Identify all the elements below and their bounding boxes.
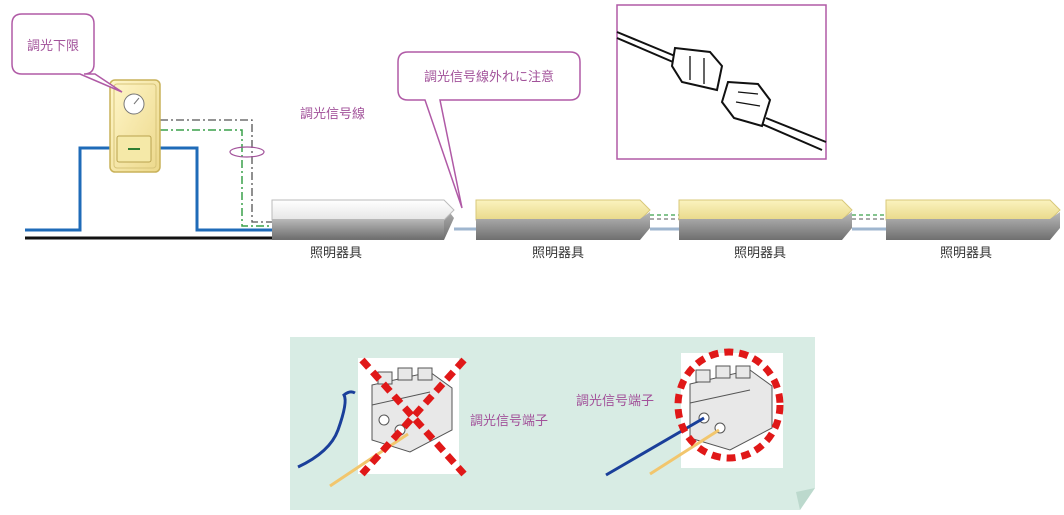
fixture-2-label: 照明器具 [532,246,584,261]
power-line [25,146,110,232]
cross-mark-b [359,357,467,477]
signal-line-marker [229,146,265,158]
fixture-4-label: 照明器具 [940,246,992,261]
fixture-4 [885,199,1061,240]
dimming-signal-line-label: 調光信号線 [300,106,365,122]
callout-dimming-lower-limit: 調光下限 [11,13,123,93]
connector-icon [616,31,827,151]
dimmer-switch-icon [109,79,161,173]
ok-circle-mark [674,348,784,462]
good-blue-wire [605,416,705,477]
bad-terminal-example: 調光信号端子 [297,357,548,488]
bad-yellow-wire [329,432,409,488]
cross-mark-a [359,357,467,477]
signal-line-gray [160,119,272,223]
power-line-out [160,146,272,232]
good-yellow-wire [649,428,720,476]
fixture-1-label: 照明器具 [310,246,362,261]
good-terminal-example: 調光信号端子 [576,348,784,477]
connector-inset [616,4,827,160]
signal-terminal-bad-label: 調光信号端子 [470,414,548,429]
callout-disconnect-warning: 調光信号線外れに注意 [397,51,581,209]
terminal-panel: 調光信号端子 調光信号端子 [290,337,815,510]
dimming-lower-limit-label: 調光下限 [27,39,79,54]
fixture-3 [678,199,853,240]
fixture-1 [271,199,455,240]
bad-blue-wire [297,390,356,469]
fixture-2 [475,199,651,240]
signal-line-green [160,129,272,227]
disconnect-warning-label: 調光信号線外れに注意 [424,69,554,85]
signal-terminal-good-label: 調光信号端子 [576,394,654,409]
fixture-3-label: 照明器具 [734,246,786,261]
